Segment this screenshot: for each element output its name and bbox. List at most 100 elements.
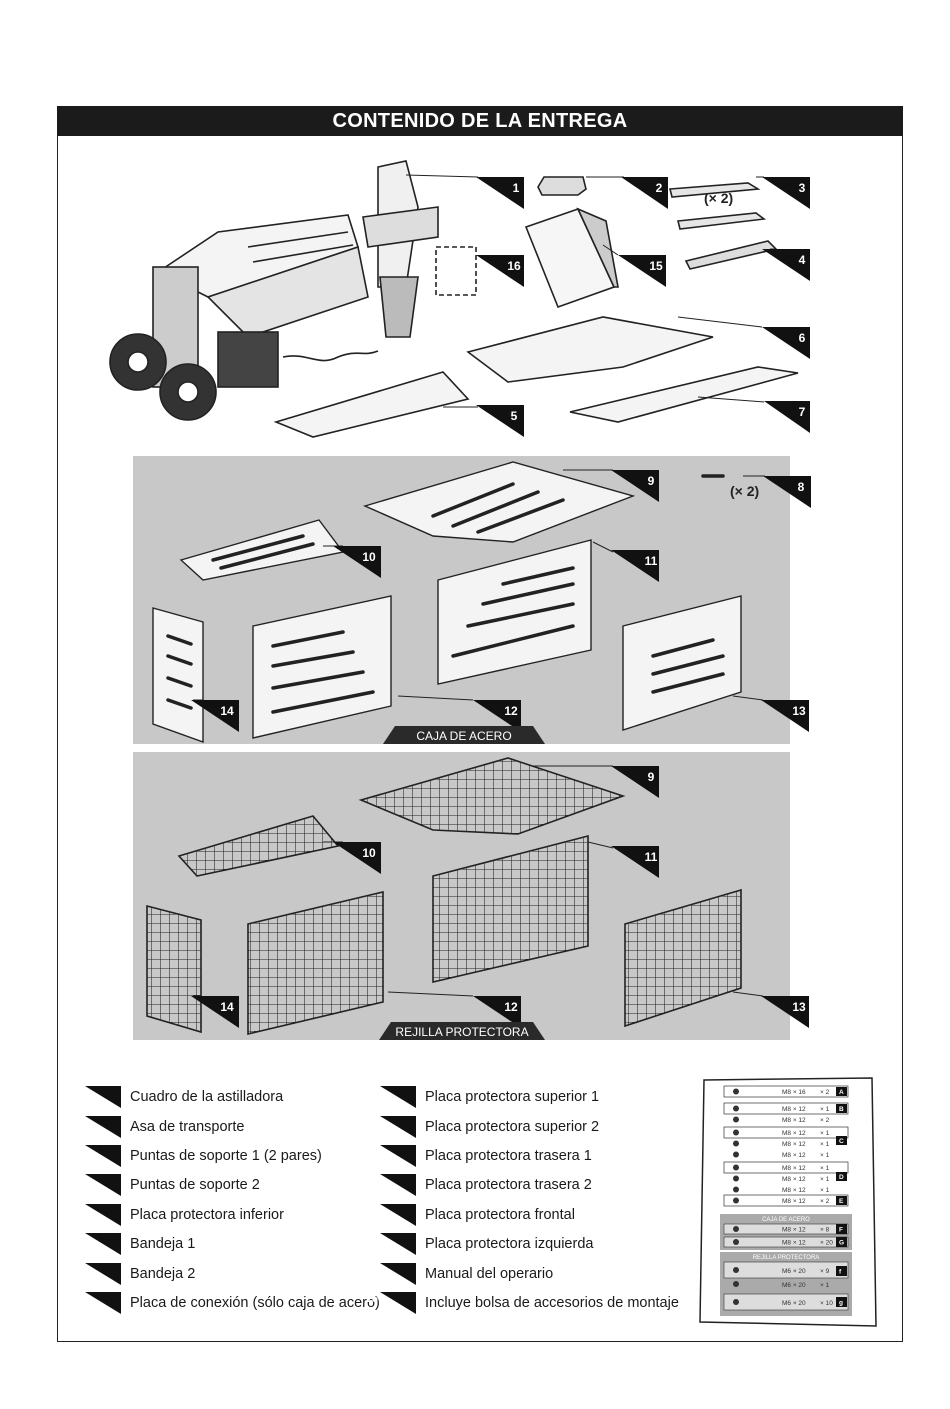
callouts-top: 1 2 3 4 15 16 6 7 5 <box>476 177 810 437</box>
legend-marker <box>85 1086 121 1108</box>
svg-text:6: 6 <box>799 331 806 345</box>
bag-row: M8 × 12 × 1 <box>733 1186 830 1194</box>
bag-grid-label: REJILLA PROTECTORA <box>753 1255 820 1261</box>
bag-row: M8 × 12 × 1 <box>733 1151 830 1159</box>
grid-plate-14 <box>146 904 202 1034</box>
callout-2: 2 <box>621 177 668 209</box>
legend-marker <box>85 1116 121 1138</box>
callout-steel-9: 9 <box>611 470 659 502</box>
svg-text:1: 1 <box>513 181 520 195</box>
grid-plate-10 <box>177 815 340 877</box>
steel-plate-9 <box>362 461 636 543</box>
svg-text:12: 12 <box>504 1000 518 1014</box>
callout-grid-13: 13 <box>761 996 809 1028</box>
steel-plate-10 <box>179 519 345 581</box>
svg-text:14: 14 <box>220 1000 234 1014</box>
legend-marker <box>380 1116 416 1138</box>
svg-text:× 1: × 1 <box>820 1152 830 1159</box>
grid-label-bg <box>379 1022 545 1040</box>
svg-text:4: 4 <box>799 253 806 267</box>
svg-text:12: 12 <box>504 704 518 718</box>
callout-7: 7 <box>764 401 810 433</box>
callout-15: 15 <box>618 255 666 287</box>
svg-text:M8 × 12: M8 × 12 <box>782 1176 806 1183</box>
callout-steel-8: 8 <box>763 476 811 508</box>
svg-text:× 1: × 1 <box>820 1106 830 1113</box>
svg-text:M8 × 12: M8 × 12 <box>782 1141 806 1148</box>
svg-text:E: E <box>839 1198 844 1205</box>
callouts-steel: 9 8 10 11 14 12 13 <box>191 470 811 732</box>
legend-marker <box>380 1204 416 1226</box>
callout-grid-10: 10 <box>333 842 381 874</box>
steel-plate-14 <box>152 607 204 743</box>
svg-text:C: C <box>839 1138 844 1145</box>
svg-text:3: 3 <box>799 181 806 195</box>
steel-plate-11 <box>437 539 592 685</box>
svg-text:× 2: × 2 <box>820 1089 830 1096</box>
grid-illustration: 9 10 11 14 12 13 REJILLA PROTECTORA <box>146 757 809 1040</box>
svg-text:× 1: × 1 <box>820 1165 830 1172</box>
svg-text:× 1: × 1 <box>820 1130 830 1137</box>
svg-text:9: 9 <box>648 770 655 784</box>
svg-text:F: F <box>839 1227 843 1234</box>
steel-plate-12 <box>252 595 392 739</box>
callout-grid-12: 12 <box>473 996 521 1028</box>
legend-marker <box>380 1174 416 1196</box>
callout-1: 1 <box>476 177 524 209</box>
qty-part8: (× 2) <box>730 483 759 499</box>
bag-row: M6 × 20× 1 <box>733 1281 830 1289</box>
svg-text:× 2: × 2 <box>820 1117 830 1124</box>
svg-text:11: 11 <box>645 850 658 864</box>
svg-text:M6 × 20: M6 × 20 <box>782 1268 806 1275</box>
steel-box-label: CAJA DE ACERO <box>416 729 511 743</box>
legend-marker <box>380 1086 416 1108</box>
svg-text:× 1: × 1 <box>820 1187 830 1194</box>
grid-plate-11 <box>432 834 589 984</box>
callout-16: 16 <box>476 255 524 287</box>
callout-5: 5 <box>476 405 524 437</box>
steel-box-illustration: (× 2) 9 8 10 11 14 12 13 CAJA DE ACERO <box>152 461 811 744</box>
bag-row: M8 × 12× 2 <box>733 1116 830 1124</box>
callout-4: 4 <box>762 249 810 281</box>
svg-text:× 10: × 10 <box>820 1300 833 1307</box>
bag-row: M8 × 12 × 1 <box>733 1175 830 1183</box>
svg-text:7: 7 <box>799 405 806 419</box>
svg-text:13: 13 <box>792 1000 806 1014</box>
callout-grid-11: 11 <box>611 846 659 878</box>
svg-text:M8 × 12: M8 × 12 <box>782 1240 806 1247</box>
grid-plate-13 <box>624 888 742 1028</box>
legend-marker <box>85 1233 121 1255</box>
steel-plate-13 <box>622 595 742 731</box>
svg-text:11: 11 <box>645 554 658 568</box>
callout-3: 3 <box>762 177 810 209</box>
grid-plate-9 <box>358 757 626 835</box>
svg-text:M8 × 12: M8 × 12 <box>782 1187 806 1194</box>
svg-text:× 1: × 1 <box>820 1282 830 1289</box>
svg-text:× 1: × 1 <box>820 1141 830 1148</box>
callout-6: 6 <box>762 327 810 359</box>
svg-text:M8 × 12: M8 × 12 <box>782 1152 806 1159</box>
callout-grid-14: 14 <box>191 996 239 1028</box>
svg-text:× 2: × 2 <box>820 1198 830 1205</box>
svg-text:5: 5 <box>511 409 518 423</box>
bag-row: M8 × 12 × 1 <box>733 1140 830 1148</box>
svg-text:M6 × 20: M6 × 20 <box>782 1300 806 1307</box>
svg-text:M8 × 16: M8 × 16 <box>782 1089 806 1096</box>
svg-text:M8 × 12: M8 × 12 <box>782 1130 806 1137</box>
log-splitter-drawing <box>109 160 439 421</box>
svg-text:f: f <box>839 1269 842 1276</box>
svg-text:8: 8 <box>798 480 805 494</box>
qty-part3: (× 2) <box>704 190 733 206</box>
svg-text:M8 × 12: M8 × 12 <box>782 1106 806 1113</box>
svg-text:× 1: × 1 <box>820 1176 830 1183</box>
callouts-grid: 9 10 11 14 12 13 <box>191 766 809 1028</box>
svg-text:G: G <box>839 1240 844 1247</box>
svg-text:13: 13 <box>792 704 806 718</box>
